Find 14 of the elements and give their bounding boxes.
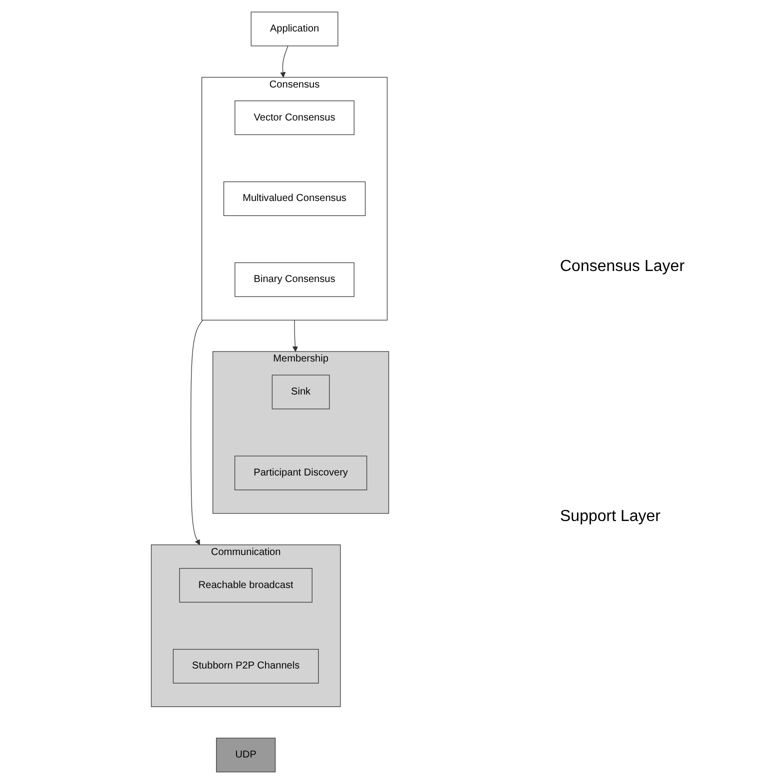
node-box: Participant Discovery [234,455,368,490]
node-box: Vector Consensus [234,100,354,135]
node-box: Sink [272,374,330,409]
arrow [190,319,204,545]
arrow [280,45,288,78]
layer-label: Consensus Layer [560,258,685,276]
node-box: Binary Consensus [234,262,354,296]
node-box: Application [250,11,338,46]
node-box: Stubborn P2P Channels [172,648,319,683]
node-box: Multivalued Consensus [223,180,366,216]
layer-label: Support Layer [560,508,662,526]
node-box: UDP [216,737,276,772]
node-box: Reachable broadcast [179,568,312,602]
arrow [292,319,298,352]
